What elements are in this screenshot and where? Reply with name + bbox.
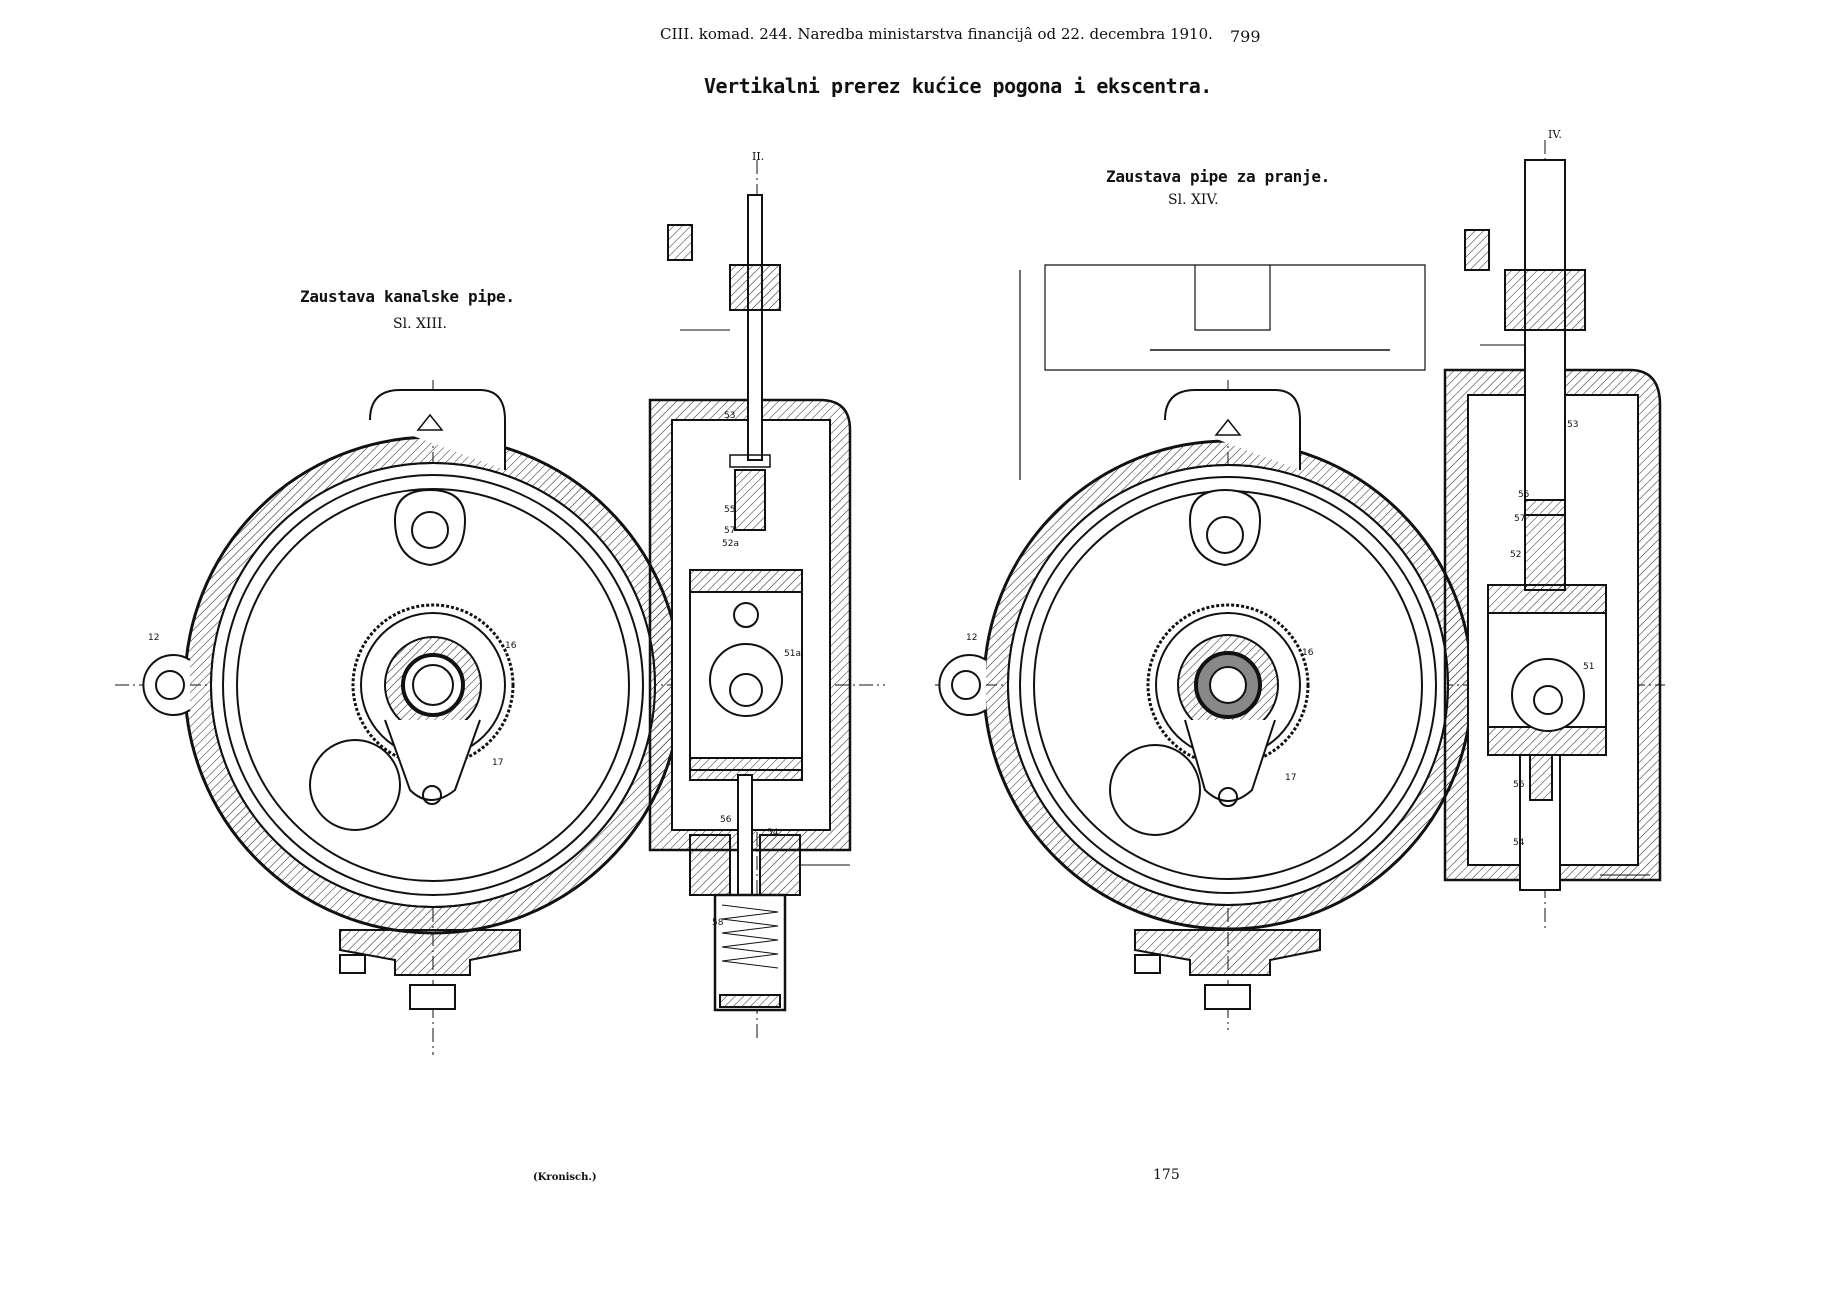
figure-xiii-title: Zaustava kanalske pipe. <box>300 287 515 306</box>
top-boss <box>1164 389 1301 470</box>
gear-wheel-16 <box>351 603 515 767</box>
part-label: 17 <box>1285 773 1296 783</box>
part-label: 12 <box>966 633 977 643</box>
section-mark-iv: IV. <box>1548 128 1562 141</box>
drain-flange <box>1134 929 1321 976</box>
part-label: 17 <box>492 758 503 768</box>
eccentric-51a <box>709 643 783 717</box>
mounting-lug-12 <box>142 654 191 716</box>
part-label: 57 <box>724 526 735 536</box>
sheet-number: 175 <box>1153 1167 1180 1183</box>
part-label: 54 <box>767 828 779 838</box>
lever-17 <box>384 719 481 801</box>
part-label: 53 <box>1567 420 1578 430</box>
part-label: 54 <box>1513 838 1525 848</box>
drain-flange <box>339 929 521 976</box>
part-label: 51 <box>1583 662 1594 672</box>
counterweight <box>309 739 401 831</box>
figure-xiii-drawing <box>115 160 885 1055</box>
part-labels-xiv: 12 16 17 53 55 57 52 51 56 54 <box>966 420 1594 848</box>
spring-box-58 <box>713 893 787 1012</box>
part-label: 56 <box>720 815 732 825</box>
part-label: 57 <box>1514 514 1525 524</box>
section-mark-ii: II. <box>752 150 765 163</box>
upper-frame <box>1019 264 1426 480</box>
figure-xiv-drawing <box>935 140 1665 1030</box>
upper-rod <box>1524 159 1566 516</box>
page-title: Vertikalni prerez kućice pogona i ekscen… <box>704 74 1212 98</box>
upper-rod <box>747 194 763 461</box>
counterweight <box>1109 744 1201 836</box>
figure-xiii-number: Sl. XIII. <box>393 316 447 332</box>
part-label: 55 <box>1518 490 1529 500</box>
part-label: 55 <box>724 505 735 515</box>
page-number: 799 <box>1230 27 1261 46</box>
mounting-lug-12 <box>938 654 987 716</box>
figure-xiv-number: Sl. XIV. <box>1168 192 1219 208</box>
part-label: 53 <box>724 411 735 421</box>
part-label: 16 <box>505 641 517 651</box>
part-labels-xiii: 12 16 17 53 55 57 52a 51a 56 54 58 <box>148 411 801 928</box>
part-label: 52a <box>722 539 739 549</box>
part-label: 58 <box>712 918 724 928</box>
part-label: 52 <box>1510 550 1521 560</box>
part-label: 16 <box>1302 648 1314 658</box>
printer-mark: (Kronisch.) <box>533 1172 597 1183</box>
eccentric-51 <box>1511 658 1585 732</box>
part-label: 12 <box>148 633 159 643</box>
lever-17 <box>1184 719 1276 802</box>
part-label: 56 <box>1513 780 1525 790</box>
figure-xiv-title: Zaustava pipe za pranje. <box>1106 167 1330 186</box>
part-label: 51a <box>784 649 801 659</box>
gazette-header-line: CIII. komad. 244. Naredba ministarstva f… <box>660 25 1213 43</box>
